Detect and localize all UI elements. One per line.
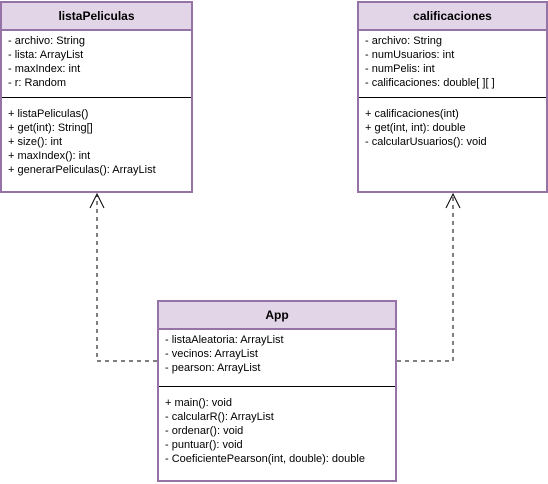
method: + calificaciones(int) — [365, 108, 459, 120]
method: + main(): void — [165, 397, 232, 409]
attributes-section: - archivo: String - numUsuarios: int - n… — [359, 31, 546, 97]
method: - ordenar(): void — [165, 425, 244, 437]
method: + get(int, int): double — [365, 122, 466, 134]
attribute: - archivo: String — [8, 35, 86, 47]
attributes-section: - listaAleatoria: ArrayList - vecinos: A… — [159, 330, 395, 386]
method: + generarPeliculas(): ArrayList — [8, 164, 156, 176]
class-listapeliculas[interactable]: listaPeliculas - archivo: String - lista… — [0, 1, 193, 193]
method: + listaPeliculas() — [8, 108, 89, 120]
class-name: App — [159, 302, 395, 330]
method: - puntuar(): void — [165, 439, 243, 451]
divider — [159, 386, 395, 387]
class-calificaciones[interactable]: calificaciones - archivo: String - numUs… — [357, 1, 548, 193]
attribute: - lista: ArrayList — [8, 49, 84, 61]
attribute: - numUsuarios: int — [365, 49, 455, 61]
dependency-app-to-calificaciones — [397, 196, 454, 362]
method: - CoeficientePearson(int, double): doubl… — [165, 453, 365, 465]
attribute: - vecinos: ArrayList — [165, 348, 258, 360]
divider — [359, 97, 546, 98]
attribute: - pearson: ArrayList — [165, 362, 261, 374]
attribute: - r: Random — [8, 77, 67, 89]
method: + maxIndex(): int — [8, 150, 91, 162]
arrowhead-calificaciones — [445, 192, 461, 209]
methods-section: + main(): void - calcularR(): ArrayList … — [159, 387, 395, 466]
class-name: listaPeliculas — [2, 3, 191, 31]
methods-section: + listaPeliculas() + get(int): String[] … — [2, 98, 191, 177]
attribute: - calificaciones: double[ ][ ] — [365, 77, 495, 89]
method: + size(): int — [8, 136, 63, 148]
attribute: - archivo: String — [365, 35, 443, 47]
attribute: - maxIndex: int — [8, 63, 81, 75]
class-name: calificaciones — [359, 3, 546, 31]
method: - calcularR(): ArrayList — [165, 411, 274, 423]
class-app[interactable]: App - listaAleatoria: ArrayList - vecino… — [157, 300, 397, 482]
methods-section: + calificaciones(int) + get(int, int): d… — [359, 98, 546, 149]
arrowhead-listapeliculas — [89, 192, 105, 209]
dependency-app-to-listapeliculas — [96, 196, 157, 362]
attribute: - listaAleatoria: ArrayList — [165, 334, 284, 346]
attribute: - numPelis: int — [365, 63, 435, 75]
divider — [2, 97, 191, 98]
method: - calcularUsuarios(): void — [365, 136, 487, 148]
attributes-section: - archivo: String - lista: ArrayList - m… — [2, 31, 191, 97]
method: + get(int): String[] — [8, 122, 93, 134]
